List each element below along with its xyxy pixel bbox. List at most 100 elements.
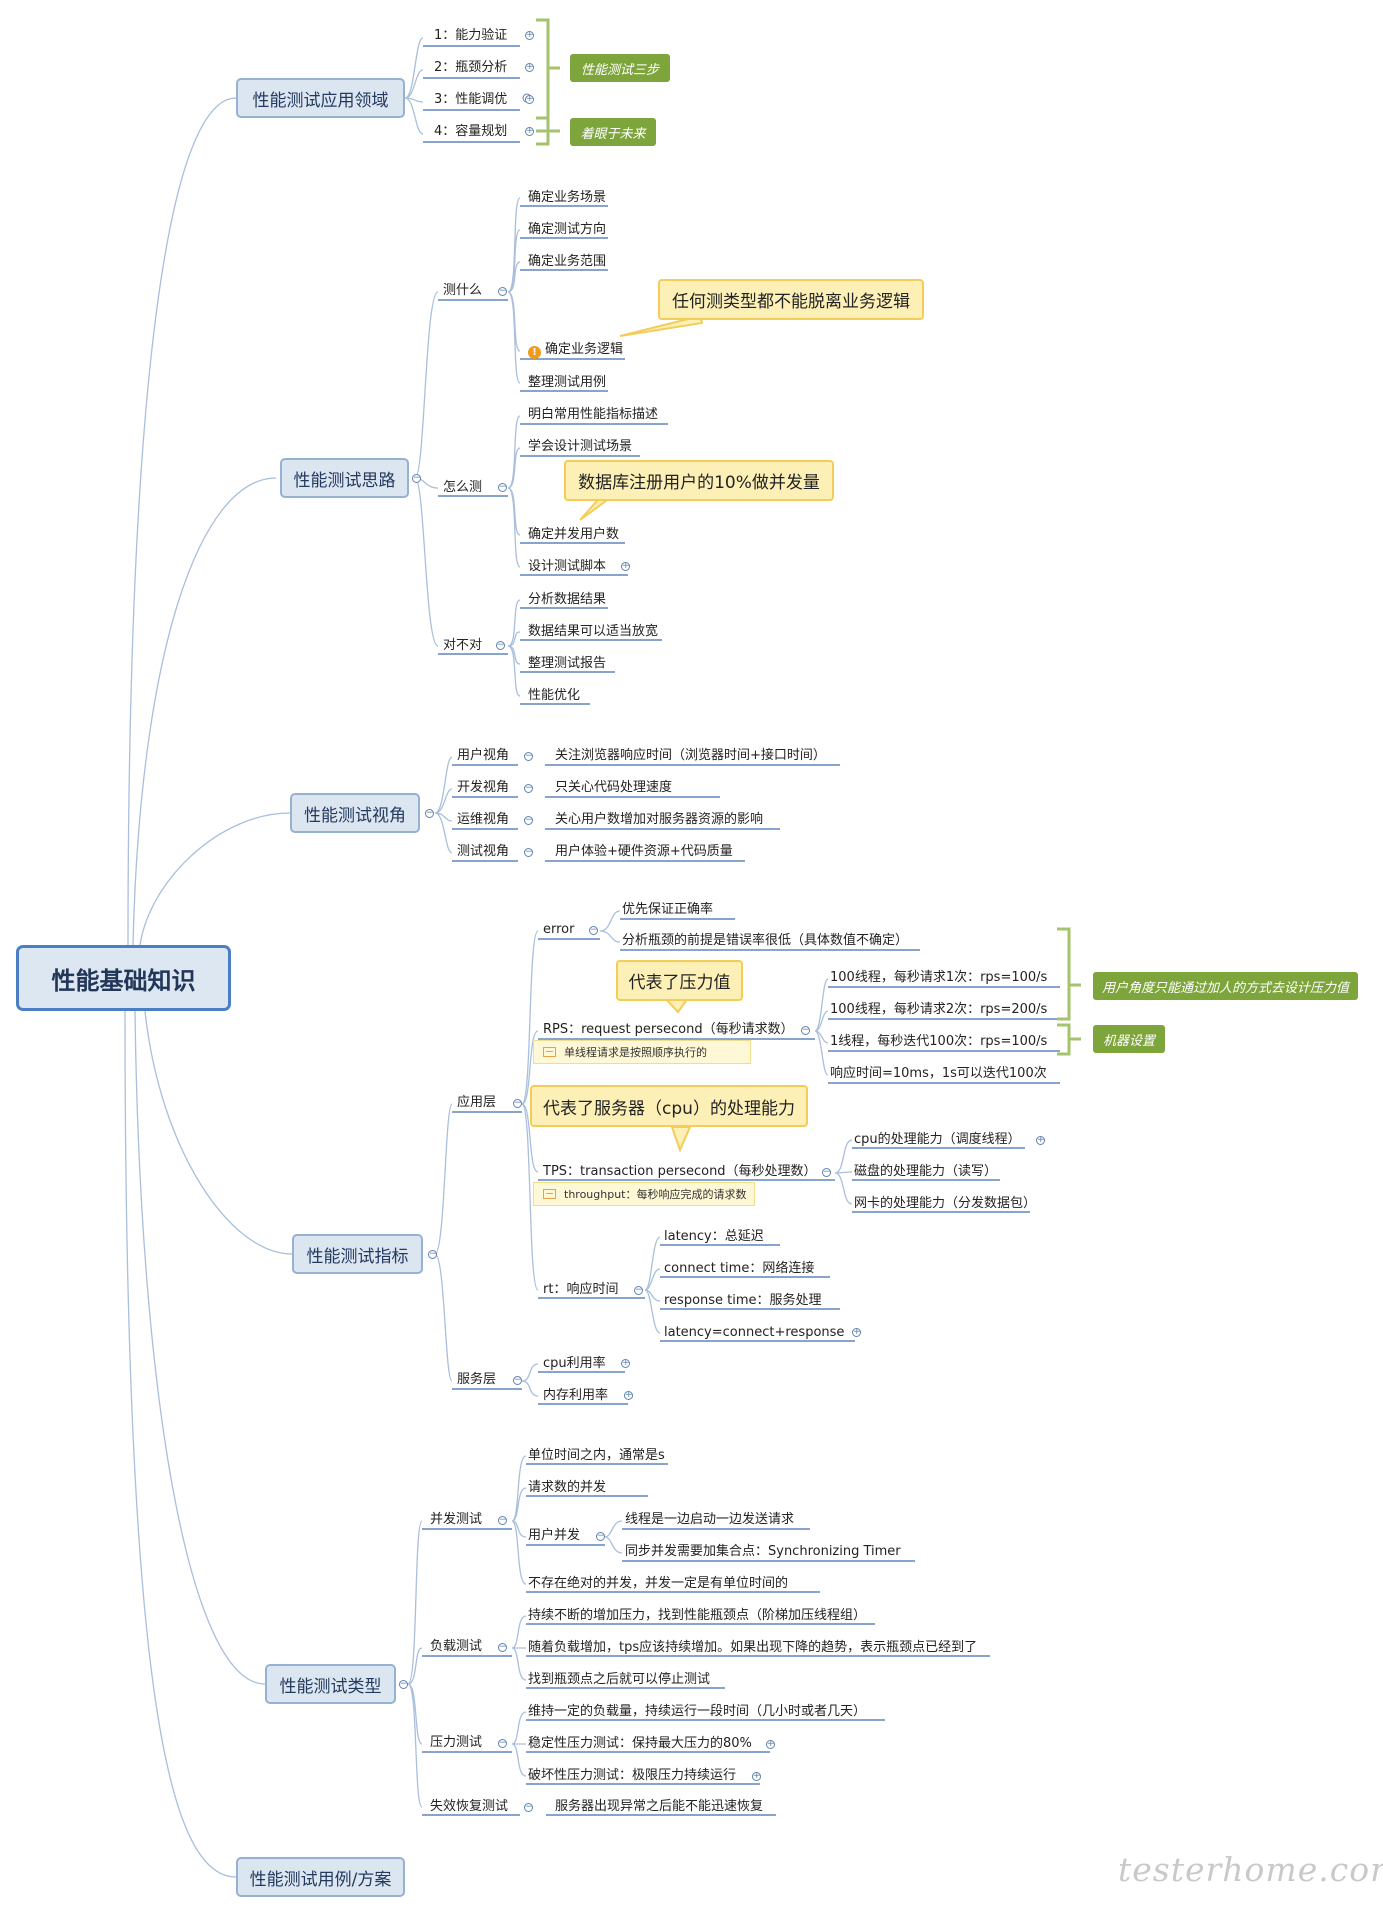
node-how[interactable]: 怎么测 bbox=[443, 480, 483, 495]
load-item[interactable]: 随着负载增加，tps应该持续增加。如果出现下降的趋势，表示瓶颈点已经到了 bbox=[528, 1640, 978, 1655]
expand-toggle[interactable]: + bbox=[852, 1327, 861, 1337]
view-desc[interactable]: 关心用户数增加对服务器资源的影响 bbox=[555, 812, 764, 827]
stress-item[interactable]: 维持一定的负载量，持续运行一段时间（几小时或者几天） bbox=[528, 1704, 867, 1719]
collapse-toggle[interactable]: − bbox=[596, 1531, 605, 1541]
collapse-toggle[interactable]: − bbox=[399, 1679, 408, 1689]
domain-item-4[interactable]: 4：容量规划 bbox=[434, 124, 508, 139]
collapse-toggle[interactable]: − bbox=[513, 1098, 522, 1108]
branch-types[interactable]: 性能测试类型 bbox=[265, 1664, 396, 1704]
what-item[interactable]: 整理测试用例 bbox=[528, 375, 607, 390]
expand-toggle[interactable]: + bbox=[624, 1390, 633, 1400]
rt-item[interactable]: response time：服务处理 bbox=[664, 1293, 822, 1308]
tps-item[interactable]: cpu的处理能力（调度线程） bbox=[854, 1132, 1021, 1147]
check-item[interactable]: 分析数据结果 bbox=[528, 592, 607, 607]
domain-item-3[interactable]: 3：性能调优 bbox=[434, 92, 508, 107]
expand-toggle[interactable]: + bbox=[621, 561, 630, 571]
tps-item[interactable]: 磁盘的处理能力（读写） bbox=[854, 1164, 998, 1179]
collapse-toggle[interactable]: − bbox=[498, 286, 507, 296]
what-item-business-logic[interactable]: !确定业务逻辑 bbox=[528, 341, 623, 359]
collapse-toggle[interactable]: − bbox=[524, 751, 533, 761]
expand-toggle[interactable]: + bbox=[525, 30, 534, 40]
collapse-toggle[interactable]: − bbox=[425, 808, 434, 818]
node-error[interactable]: error bbox=[543, 922, 575, 937]
view-desc[interactable]: 关注浏览器响应时间（浏览器时间+接口时间） bbox=[555, 748, 826, 763]
collapse-toggle[interactable]: − bbox=[498, 1515, 507, 1525]
how-item[interactable]: 设计测试脚本 bbox=[528, 559, 607, 574]
collapse-toggle[interactable]: − bbox=[801, 1025, 810, 1035]
check-item[interactable]: 整理测试报告 bbox=[528, 656, 607, 671]
view-desc[interactable]: 只关心代码处理速度 bbox=[555, 780, 673, 795]
branch-domain[interactable]: 性能测试应用领域 bbox=[236, 78, 405, 118]
rps-item[interactable]: 100线程，每秒请求2次：rps=200/s bbox=[830, 1002, 1048, 1017]
view-label[interactable]: 测试视角 bbox=[457, 844, 510, 859]
check-item[interactable]: 性能优化 bbox=[528, 688, 581, 703]
collapse-toggle[interactable]: − bbox=[496, 640, 505, 650]
failover-desc[interactable]: 服务器出现异常之后能不能迅速恢复 bbox=[555, 1799, 764, 1814]
collapse-toggle[interactable]: − bbox=[498, 482, 507, 492]
check-item[interactable]: 数据结果可以适当放宽 bbox=[528, 624, 659, 639]
branch-metrics[interactable]: 性能测试指标 bbox=[292, 1234, 423, 1274]
expand-toggle[interactable]: + bbox=[525, 62, 534, 72]
collapse-toggle[interactable]: − bbox=[428, 1249, 437, 1259]
tps-item[interactable]: 网卡的处理能力（分发数据包） bbox=[854, 1196, 1037, 1211]
rps-item[interactable]: 响应时间=10ms，1s可以迭代100次 bbox=[830, 1066, 1047, 1081]
collapse-toggle[interactable]: − bbox=[524, 1802, 533, 1812]
load-item[interactable]: 找到瓶颈点之后就可以停止测试 bbox=[528, 1672, 711, 1687]
concurrency-item[interactable]: 请求数的并发 bbox=[528, 1480, 607, 1495]
server-item[interactable]: cpu利用率 bbox=[543, 1356, 606, 1371]
view-desc[interactable]: 用户体验+硬件资源+代码质量 bbox=[555, 844, 733, 859]
branch-cases[interactable]: 性能测试用例/方案 bbox=[236, 1857, 405, 1897]
how-item[interactable]: 学会设计测试场景 bbox=[528, 439, 633, 454]
rps-item[interactable]: 1线程，每秒迭代100次：rps=100/s bbox=[830, 1034, 1048, 1049]
collapse-toggle[interactable]: − bbox=[822, 1167, 831, 1177]
how-item[interactable]: 确定并发用户数 bbox=[528, 527, 620, 542]
node-stress[interactable]: 压力测试 bbox=[430, 1735, 483, 1750]
collapse-toggle[interactable]: − bbox=[524, 815, 533, 825]
collapse-toggle[interactable]: − bbox=[634, 1285, 643, 1295]
stress-item[interactable]: 破坏性压力测试：极限压力持续运行 bbox=[528, 1768, 737, 1783]
server-item[interactable]: 内存利用率 bbox=[543, 1388, 609, 1403]
domain-item-1[interactable]: 1：能力验证 bbox=[434, 28, 508, 43]
node-rt[interactable]: rt：响应时间 bbox=[543, 1282, 619, 1297]
load-item[interactable]: 持续不断的增加压力，找到性能瓶颈点（阶梯加压线程组） bbox=[528, 1608, 867, 1623]
expand-toggle[interactable]: + bbox=[525, 94, 534, 104]
user-concurrency-item[interactable]: 线程是一边启动一边发送请求 bbox=[625, 1512, 795, 1527]
collapse-toggle[interactable]: − bbox=[498, 1642, 507, 1652]
collapse-toggle[interactable]: − bbox=[498, 1738, 507, 1748]
expand-toggle[interactable]: + bbox=[621, 1358, 630, 1368]
expand-toggle[interactable]: + bbox=[1036, 1135, 1045, 1145]
rt-item[interactable]: latency=connect+response bbox=[664, 1325, 845, 1340]
collapse-toggle[interactable]: − bbox=[589, 925, 598, 935]
what-item[interactable]: 确定业务场景 bbox=[528, 190, 607, 205]
error-item[interactable]: 分析瓶颈的前提是错误率很低（具体数值不确定） bbox=[622, 933, 909, 948]
collapse-toggle[interactable]: − bbox=[524, 783, 533, 793]
node-user-concurrency[interactable]: 用户并发 bbox=[528, 1528, 581, 1543]
error-item[interactable]: 优先保证正确率 bbox=[622, 902, 714, 917]
expand-toggle[interactable]: + bbox=[752, 1771, 761, 1781]
concurrency-item[interactable]: 单位时间之内，通常是s bbox=[528, 1448, 665, 1463]
node-failover[interactable]: 失效恢复测试 bbox=[430, 1799, 509, 1814]
node-server-layer[interactable]: 服务层 bbox=[457, 1372, 497, 1387]
concurrency-item[interactable]: 不存在绝对的并发，并发一定是有单位时间的 bbox=[528, 1576, 789, 1591]
rt-item[interactable]: connect time：网络连接 bbox=[664, 1261, 815, 1276]
what-item[interactable]: 确定业务范围 bbox=[528, 254, 607, 269]
node-check[interactable]: 对不对 bbox=[443, 638, 483, 653]
collapse-toggle[interactable]: − bbox=[513, 1375, 522, 1385]
root-node[interactable]: 性能基础知识 bbox=[16, 945, 231, 1011]
node-app-layer[interactable]: 应用层 bbox=[457, 1095, 497, 1110]
rps-item[interactable]: 100线程，每秒请求1次：rps=100/s bbox=[830, 970, 1048, 985]
node-load[interactable]: 负载测试 bbox=[430, 1639, 483, 1654]
node-concurrency[interactable]: 并发测试 bbox=[430, 1512, 483, 1527]
rt-item[interactable]: latency：总延迟 bbox=[664, 1229, 764, 1244]
branch-approach[interactable]: 性能测试思路 bbox=[280, 458, 409, 498]
view-label[interactable]: 开发视角 bbox=[457, 780, 510, 795]
expand-toggle[interactable]: + bbox=[525, 126, 534, 136]
branch-views[interactable]: 性能测试视角 bbox=[290, 793, 420, 833]
view-label[interactable]: 运维视角 bbox=[457, 812, 510, 827]
node-what[interactable]: 测什么 bbox=[443, 283, 483, 298]
collapse-toggle[interactable]: − bbox=[524, 847, 533, 857]
node-tps[interactable]: TPS：transaction persecond（每秒处理数） bbox=[543, 1164, 817, 1179]
stress-item[interactable]: 稳定性压力测试：保持最大压力的80% bbox=[528, 1736, 752, 1751]
expand-toggle[interactable]: + bbox=[766, 1739, 775, 1749]
what-item[interactable]: 确定测试方向 bbox=[528, 222, 607, 237]
